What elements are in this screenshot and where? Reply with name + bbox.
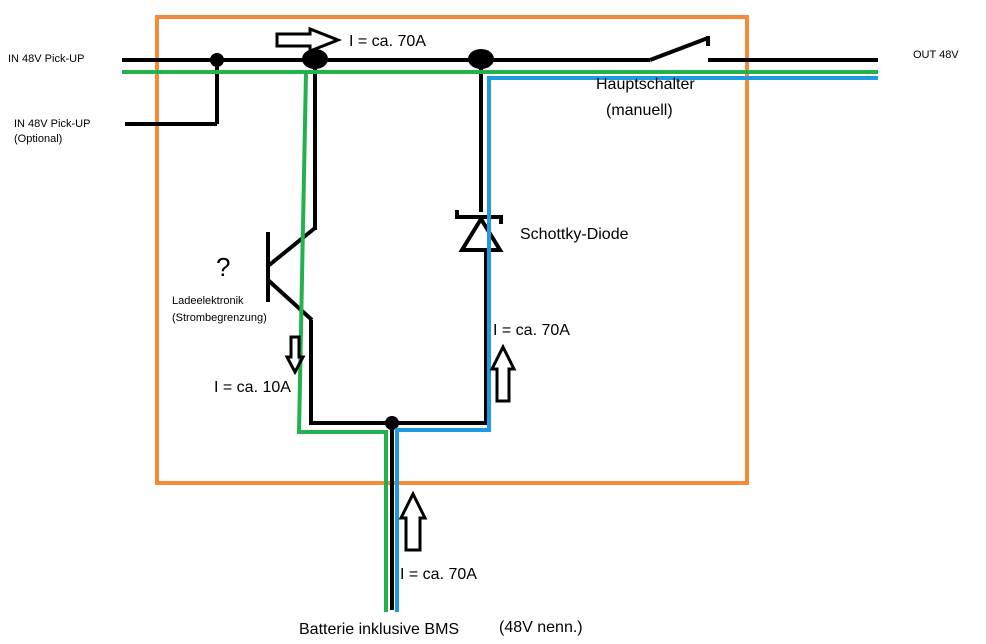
current-label-diode: I = ca. 70A bbox=[493, 322, 570, 339]
current-label-charger: I = ca. 10A bbox=[214, 379, 291, 396]
module-frame bbox=[155, 15, 749, 485]
arrow-up-diode-branch bbox=[489, 343, 517, 403]
battery-label: Batterie inklusive BMS bbox=[299, 621, 459, 638]
arrow-up-battery bbox=[398, 490, 428, 552]
current-label-battery: I = ca. 70A bbox=[400, 566, 477, 583]
arrow-right-top bbox=[275, 26, 343, 54]
junction-dot bbox=[210, 53, 224, 67]
junctions bbox=[210, 49, 494, 430]
junction-dot bbox=[302, 49, 328, 69]
input-pickup-label: IN 48V Pick-UP bbox=[8, 53, 84, 65]
switch-sublabel: (manuell) bbox=[606, 102, 673, 119]
arrows bbox=[275, 26, 517, 552]
optional-input-note: (Optional) bbox=[14, 133, 62, 145]
question-mark: ? bbox=[216, 252, 230, 282]
green-current-path bbox=[296, 71, 388, 612]
main-switch bbox=[649, 36, 710, 62]
charger-label: Ladeelektronik bbox=[172, 295, 244, 307]
arrow-down-charger bbox=[284, 335, 306, 376]
switch-label: Hauptschalter bbox=[596, 76, 695, 93]
battery-voltage-label: (48V nenn.) bbox=[499, 619, 583, 636]
current-label-top: I = ca. 70A bbox=[349, 33, 426, 50]
diode-label: Schottky-Diode bbox=[520, 226, 629, 243]
output-label: OUT 48V bbox=[913, 49, 959, 61]
transistor-symbol bbox=[266, 226, 317, 322]
blue-current-path bbox=[395, 76, 878, 612]
junction-dot bbox=[385, 416, 399, 430]
schottky-diode-symbol bbox=[455, 210, 504, 252]
optional-input-label: IN 48V Pick-UP bbox=[14, 118, 90, 130]
charger-sublabel: (Strombegrenzung) bbox=[172, 312, 267, 324]
junction-dot bbox=[468, 49, 494, 69]
